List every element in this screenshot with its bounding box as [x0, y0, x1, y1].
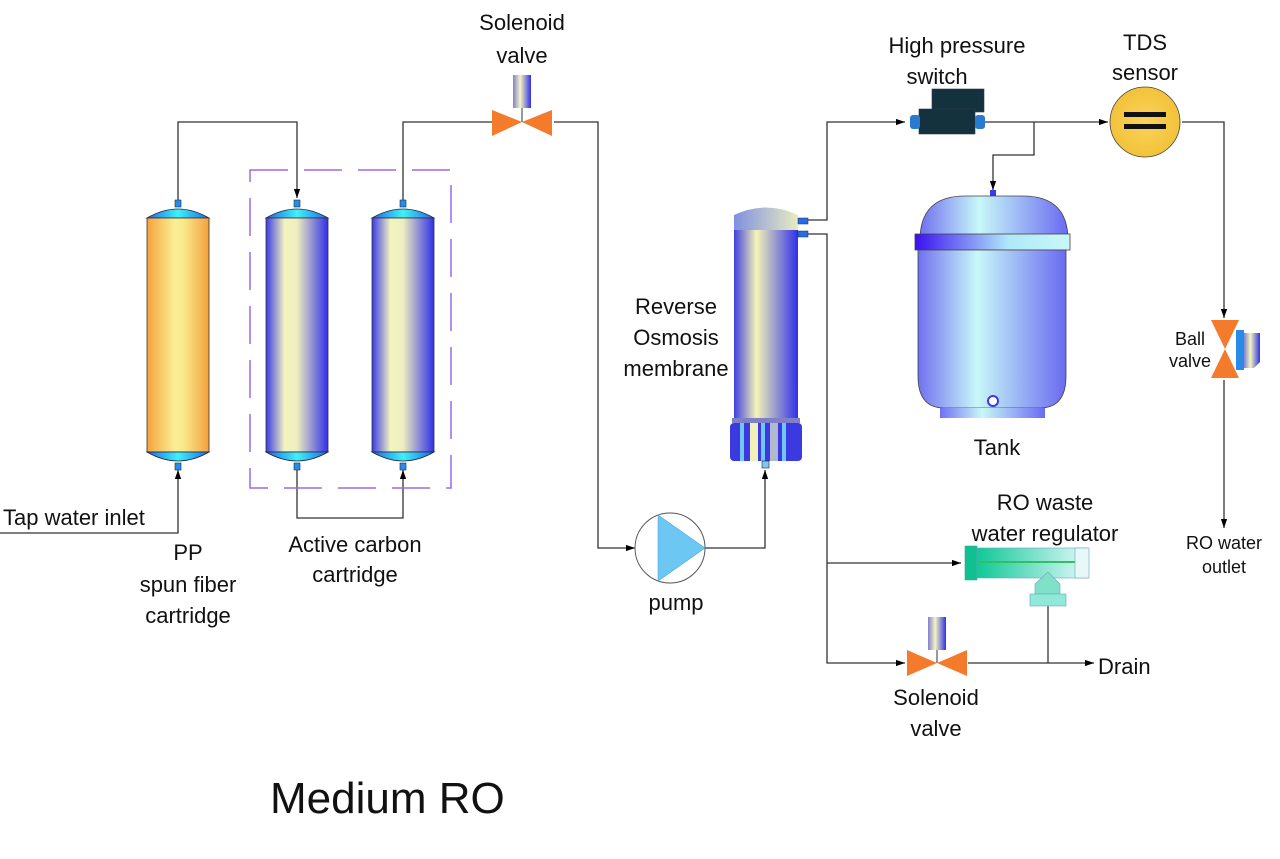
label-pump: pump	[648, 590, 703, 615]
solenoid-valve-top[interactable]	[492, 75, 552, 136]
label-solenoid-top-1: Solenoid	[479, 10, 565, 35]
pipe-to-tank	[989, 122, 1035, 190]
pipe-pump-to-ro	[705, 470, 769, 549]
label-hp-switch-2: switch	[906, 64, 967, 89]
tank[interactable]	[914, 190, 1071, 418]
pipe-carbon1-to-carbon2	[296, 470, 407, 519]
label-ro-3: membrane	[623, 356, 728, 381]
label-outlet-2: outlet	[1202, 557, 1246, 577]
pipe-pp-to-carbon1	[177, 121, 301, 200]
label-pp-3: cartridge	[145, 603, 231, 628]
high-pressure-switch[interactable]	[910, 88, 985, 135]
label-tap-water-inlet: Tap water inlet	[3, 505, 145, 530]
pipe-tds-to-ball	[1182, 121, 1228, 318]
diagram-title: Medium RO	[270, 774, 505, 823]
label-pp-2: spun fiber	[140, 572, 237, 597]
solenoid-valve-bottom[interactable]	[907, 617, 967, 676]
pipe-inlet	[0, 470, 182, 534]
label-drain: Drain	[1098, 654, 1151, 679]
label-tank: Tank	[974, 435, 1021, 460]
pipe-carbon2-to-solenoid	[402, 121, 492, 200]
ball-valve[interactable]	[1211, 320, 1260, 378]
label-carbon-2: cartridge	[312, 562, 398, 587]
label-ro-1: Reverse	[635, 294, 717, 319]
label-carbon-1: Active carbon	[288, 532, 421, 557]
label-tds-2: sensor	[1112, 60, 1178, 85]
ro-waste-water-regulator[interactable]	[964, 545, 1090, 607]
pp-cartridge[interactable]	[145, 199, 211, 471]
label-solenoid-bottom-2: valve	[910, 716, 961, 741]
label-regulator-1: RO waste	[997, 490, 1094, 515]
ro-membrane[interactable]	[730, 207, 809, 469]
label-solenoid-top-2: valve	[496, 43, 547, 68]
label-ball-valve-1: Ball	[1175, 329, 1205, 349]
pipe-ro-concentrate	[808, 233, 905, 667]
label-ball-valve-2: valve	[1169, 351, 1211, 371]
carbon-cartridge-1[interactable]	[264, 199, 330, 471]
carbon-cartridge-2[interactable]	[370, 199, 436, 471]
label-pp-1: PP	[173, 540, 202, 565]
tds-sensor[interactable]	[1109, 86, 1181, 158]
label-regulator-2: water regulator	[971, 521, 1119, 546]
pump[interactable]	[634, 512, 706, 584]
label-outlet-1: RO water	[1186, 533, 1262, 553]
pipe-ro-to-switch	[808, 118, 905, 221]
pipe-solenoid-to-pump	[554, 121, 635, 552]
pipes	[0, 118, 1228, 667]
label-tds-1: TDS	[1123, 30, 1167, 55]
label-solenoid-bottom-1: Solenoid	[893, 685, 979, 710]
label-hp-switch-1: High pressure	[889, 33, 1026, 58]
label-ro-2: Osmosis	[633, 325, 719, 350]
carbon-group-box	[249, 169, 452, 489]
